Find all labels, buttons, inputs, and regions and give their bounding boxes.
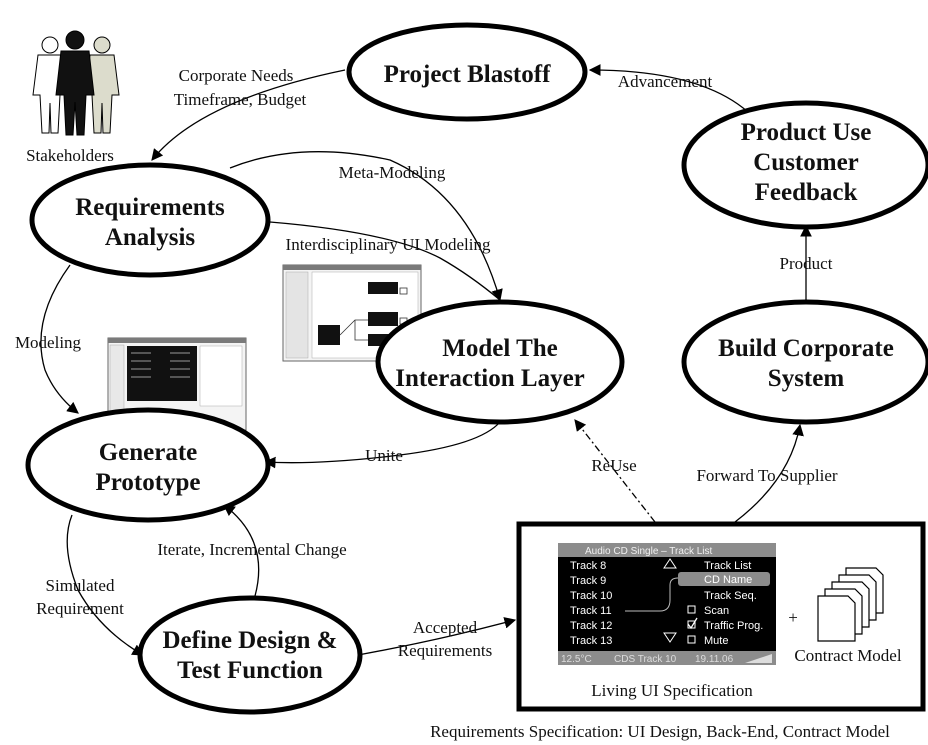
label-modeling: Modeling <box>15 333 82 352</box>
stakeholders-icon <box>32 30 120 136</box>
ui-track-13: Track 13 <box>570 635 612 647</box>
node-product-feedback <box>681 100 928 230</box>
label-requirement: Requirement <box>36 599 124 618</box>
node-requirements-label-1: Requirements <box>75 194 225 221</box>
edge-iterate <box>223 504 260 597</box>
label-iterate: Iterate, Incremental Change <box>157 540 346 559</box>
ui-spec-screen: Audio CD Single – Track List Track 8 Tra… <box>558 543 776 665</box>
ui-check-icon <box>687 617 698 630</box>
label-accepted: Accepted <box>413 618 478 637</box>
node-build-label-1: Build Corporate <box>718 335 894 362</box>
node-define-label-1: Define Design & <box>163 627 338 654</box>
node-generate-label-2: Prototype <box>95 469 200 496</box>
label-requirements: Requirements <box>398 641 492 660</box>
ui-menu-cd-name: CD Name <box>704 574 752 586</box>
edge-unite <box>263 421 501 469</box>
node-requirements-label-2: Analysis <box>105 224 196 251</box>
node-requirements-analysis <box>29 162 271 278</box>
edge-meta-modeling <box>229 151 503 302</box>
node-define-design <box>137 595 363 715</box>
edge-advancement <box>588 64 749 113</box>
living-spec-label: Living UI Specification <box>591 681 753 700</box>
node-project-blastoff <box>346 22 588 122</box>
ui-mute-checkbox-icon <box>687 635 696 644</box>
ui-scroll-down-icon <box>663 632 677 643</box>
edge-modeling <box>40 264 79 414</box>
node-feedback-label-3: Feedback <box>755 179 858 206</box>
ui-scan-checkbox-icon <box>687 605 696 614</box>
ui-menu-highlight <box>678 572 770 586</box>
node-build-corporate-system <box>681 299 928 425</box>
plus-sign: + <box>788 608 798 627</box>
label-unite: Unite <box>365 446 403 465</box>
stakeholders-label: Stakeholders <box>26 146 114 165</box>
ui-status-track: CDS Track 10 <box>614 654 677 665</box>
node-model-interaction-layer <box>375 299 625 425</box>
label-product: Product <box>780 254 833 273</box>
ui-track-8: Track 8 <box>570 560 606 572</box>
label-advancement: Advancement <box>618 72 713 91</box>
node-feedback-label-2: Customer <box>753 149 859 176</box>
ui-signal-icon <box>745 654 772 663</box>
edge-accepted <box>357 617 517 656</box>
node-project-blastoff-label: Project Blastoff <box>384 61 552 88</box>
label-corporate-needs: Corporate Needs <box>179 66 294 85</box>
ui-menu-traffic: Traffic Prog. <box>704 620 763 632</box>
edge-corporate-needs <box>151 69 346 161</box>
ui-spec-header: Audio CD Single – Track List <box>585 546 713 557</box>
edge-interdisciplinary <box>269 221 501 301</box>
label-interdisciplinary: Interdisciplinary UI Modeling <box>286 235 491 254</box>
ui-track-11: Track 11 <box>570 605 612 617</box>
node-build-label-2: System <box>768 365 845 392</box>
label-simulated: Simulated <box>46 576 115 595</box>
ui-track-10: Track 10 <box>570 590 612 602</box>
node-generate-label-1: Generate <box>99 439 198 466</box>
node-generate-prototype <box>25 407 271 523</box>
ui-scroll-up-icon <box>663 558 677 569</box>
ui-track-9: Track 9 <box>570 575 606 587</box>
ui-menu-track-list: Track List <box>704 560 751 572</box>
contract-model-label: Contract Model <box>794 646 901 665</box>
node-feedback-label-1: Product Use <box>741 119 872 146</box>
node-model-label-2: Interaction Layer <box>395 365 585 392</box>
ui-status-date: 19.11.06 <box>695 654 734 665</box>
label-timeframe-budget: Timeframe, Budget <box>174 90 307 109</box>
ui-menu-scan: Scan <box>704 605 729 617</box>
edge-simulated <box>66 514 145 656</box>
ui-status-temp: 12.5°C <box>561 654 592 665</box>
label-forward: Forward To Supplier <box>696 466 837 485</box>
footer-caption: Requirements Specification: UI Design, B… <box>430 722 890 741</box>
label-reuse: ReUse <box>591 456 636 475</box>
ui-track-12: Track 12 <box>570 620 612 632</box>
ui-connector-line <box>625 577 679 612</box>
ui-menu-track-seq: Track Seq. <box>704 590 757 602</box>
edge-reuse <box>574 419 656 523</box>
contract-documents-icon <box>817 567 884 642</box>
node-model-label-1: Model The <box>442 335 558 362</box>
model-thumbnail <box>282 264 422 362</box>
ui-menu-mute: Mute <box>704 635 728 647</box>
node-define-label-2: Test Function <box>177 657 323 684</box>
label-meta-modeling: Meta-Modeling <box>339 163 446 182</box>
edge-forward <box>734 423 804 523</box>
